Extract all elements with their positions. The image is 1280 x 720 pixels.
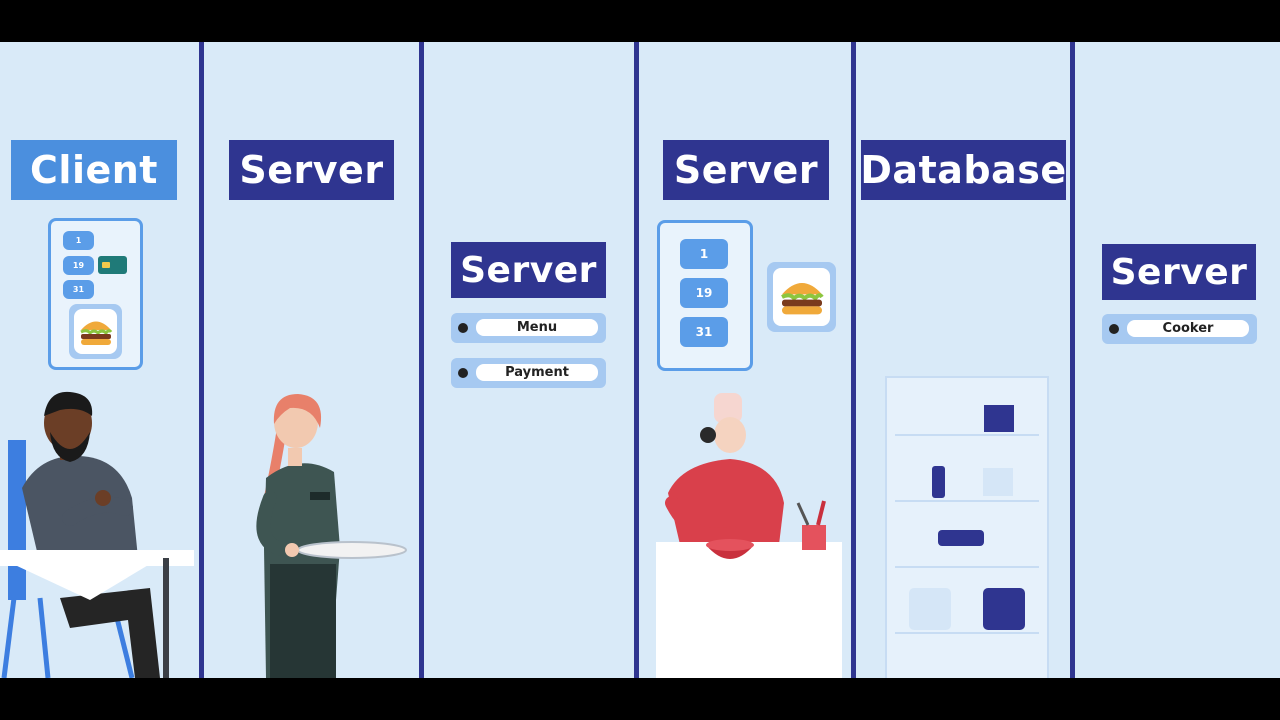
- column-divider-4: [851, 42, 856, 678]
- column-divider-5: [1070, 42, 1075, 678]
- bullet-dot: [458, 368, 468, 378]
- payment-service-row: Payment: [451, 358, 606, 388]
- menu-service-row: Menu: [451, 313, 606, 343]
- server-menu-label: Server: [451, 242, 606, 298]
- order-number-bubble: 31: [63, 280, 94, 299]
- chef-illustration: [656, 393, 842, 678]
- server-cooker-label: Server: [1102, 244, 1256, 300]
- order-number-bubble: 19: [63, 256, 94, 275]
- restaurant-architecture-diagram: Client 1 19 31: [0, 42, 1280, 678]
- client-label: Client: [11, 140, 177, 200]
- credit-card-icon: [98, 256, 127, 274]
- kitchen-burger-tile: [767, 262, 836, 332]
- bullet-dot: [458, 323, 468, 333]
- column-divider-2: [419, 42, 424, 678]
- bottle-icon: [932, 466, 945, 498]
- server-kitchen-label: Server: [663, 140, 829, 200]
- server-waiter-label: Server: [229, 140, 394, 200]
- cooker-service-label: Cooker: [1127, 320, 1249, 337]
- order-number-bubble: 31: [680, 317, 728, 347]
- order-number-bubble: 19: [680, 278, 728, 308]
- burger-icon: [79, 321, 112, 345]
- client-order-card: 1 19 31: [48, 218, 143, 370]
- column-divider-1: [199, 42, 204, 678]
- order-number-bubble: 1: [63, 231, 94, 250]
- database-label: Database: [860, 140, 1066, 200]
- client-person-illustration: [0, 391, 194, 678]
- database-shelf: [885, 376, 1049, 678]
- box-icon: [984, 405, 1014, 432]
- order-number-bubble: 1: [680, 239, 728, 269]
- client-burger-tile: [69, 304, 122, 359]
- bullet-dot: [1109, 324, 1119, 334]
- waiter-illustration: [256, 394, 407, 678]
- menu-service-label: Menu: [476, 319, 598, 336]
- burger-icon: [780, 283, 824, 315]
- cooker-service-row: Cooker: [1102, 314, 1257, 344]
- kitchen-order-card: 1 19 31: [657, 220, 753, 371]
- box-icon: [938, 530, 984, 546]
- box-icon: [983, 588, 1025, 630]
- payment-service-label: Payment: [476, 364, 598, 381]
- column-divider-3: [634, 42, 639, 678]
